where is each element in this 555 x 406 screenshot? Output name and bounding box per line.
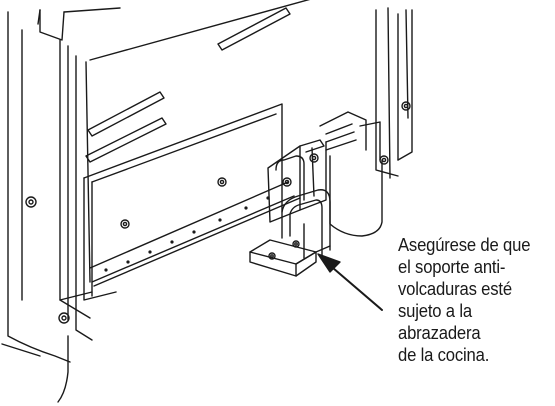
instruction-callout: Asegúrese de que el soporte anti- volcad…: [398, 234, 538, 366]
screws: [25, 101, 411, 324]
panel-slots: [85, 7, 291, 163]
callout-arrow: [317, 253, 383, 311]
callout-line-3: volcaduras esté: [398, 278, 512, 299]
callout-line-2: el soporte anti-: [398, 256, 506, 277]
callout-line-5: abrazadera: [398, 322, 481, 343]
bottom-rail: [89, 181, 301, 287]
leveling-leg: [319, 111, 383, 237]
callout-line-1: Asegúrese de que: [398, 234, 531, 255]
callout-line-4: sujeto a la: [398, 300, 472, 321]
anti-tip-bracket: [249, 189, 331, 277]
recessed-panel: [83, 103, 283, 301]
range-clamp: [267, 139, 327, 223]
range-body: [1, 0, 413, 363]
callout-line-6: de la cocina.: [398, 344, 490, 365]
floor-line: [57, 335, 69, 403]
